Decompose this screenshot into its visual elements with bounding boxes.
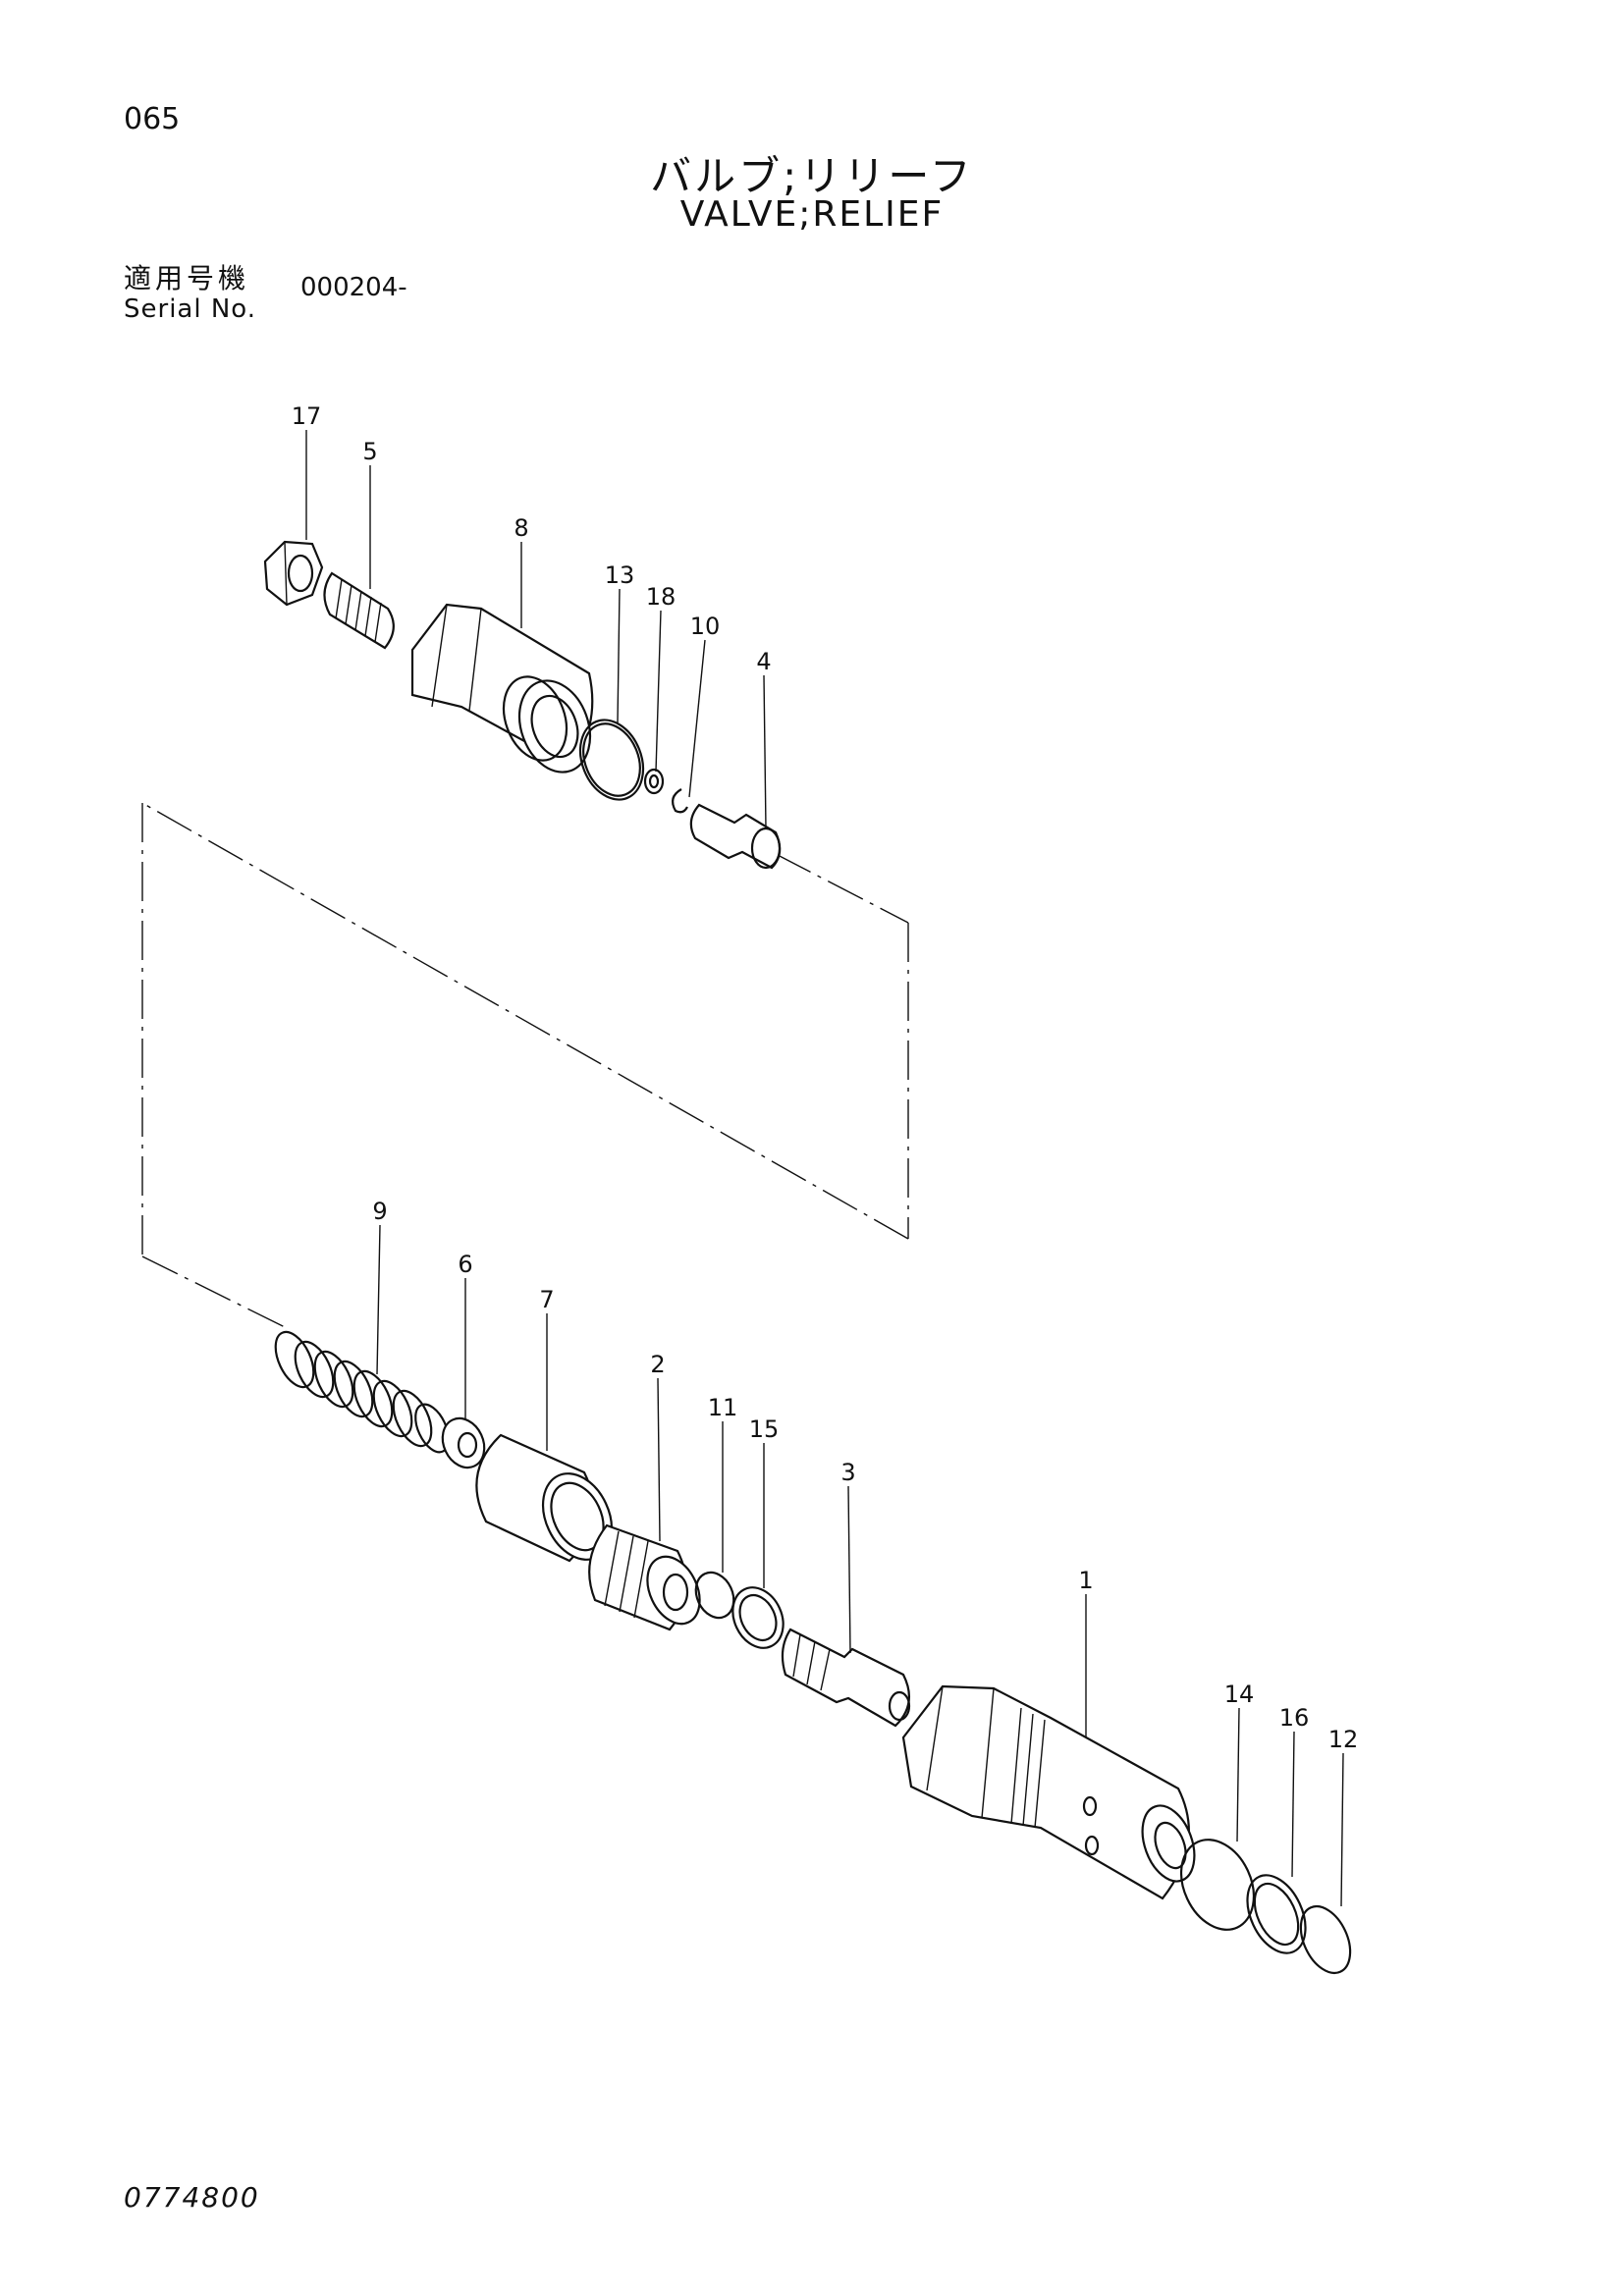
- part-18-ring: [643, 768, 665, 795]
- callout-12: 12: [1328, 1726, 1359, 1753]
- part-3-poppet: [781, 1628, 911, 1728]
- callout-18: 18: [646, 583, 677, 611]
- part-9-spring: [274, 1330, 450, 1454]
- part-10-ring: [671, 788, 688, 814]
- callout-5: 5: [362, 438, 377, 465]
- callout-9: 9: [372, 1198, 387, 1225]
- callout-10: 10: [690, 613, 721, 640]
- leader-lines: [305, 430, 1344, 1907]
- part-15-backup-ring: [731, 1586, 785, 1649]
- assembly-centerline: [141, 802, 909, 1328]
- callout-4: 4: [756, 648, 771, 675]
- part-13-o-ring-inner: [582, 722, 641, 797]
- serial-label-english: Serial No.: [124, 294, 256, 324]
- callout-1: 1: [1078, 1567, 1093, 1594]
- callout-15: 15: [749, 1415, 780, 1443]
- callout-8: 8: [514, 514, 528, 542]
- callout-2: 2: [650, 1351, 665, 1378]
- title-english: VALVE;RELIEF: [679, 194, 945, 235]
- part-16-backup-ring: [1246, 1874, 1307, 1954]
- page-number: 065: [124, 102, 181, 136]
- callout-11: 11: [708, 1394, 738, 1421]
- part-8-plug: [410, 603, 594, 774]
- serial-label-japanese: 適用号機: [124, 262, 250, 294]
- title-japanese: バルブ;リリーフ: [650, 152, 974, 200]
- part-7-sleeve: [475, 1433, 614, 1563]
- callout-6: 6: [458, 1251, 472, 1278]
- part-13-o-ring: [578, 719, 645, 801]
- callout-17: 17: [292, 402, 322, 430]
- callout-7: 7: [539, 1286, 554, 1313]
- part-12-ring: [1299, 1904, 1352, 1975]
- part-16-backup-ring-inner: [1253, 1882, 1300, 1947]
- part-6-spring-seat: [441, 1416, 486, 1469]
- part-14-o-ring: [1180, 1839, 1255, 1931]
- callout-13: 13: [605, 561, 635, 589]
- part-15-backup-ring-inner: [738, 1593, 778, 1642]
- part-5-set-screw: [323, 571, 395, 650]
- part-2-piston: [588, 1523, 701, 1631]
- part-17-hex-nut: [263, 540, 324, 607]
- part-4-poppet: [689, 803, 782, 870]
- part-11-ring: [694, 1571, 735, 1620]
- callout-16: 16: [1279, 1704, 1310, 1732]
- callout-14: 14: [1224, 1681, 1255, 1708]
- serial-number-value: 000204-: [300, 273, 407, 302]
- callout-3: 3: [840, 1459, 855, 1486]
- drawing-number: 0774800: [124, 2181, 260, 2214]
- part-18-ring-inner: [648, 774, 660, 789]
- part-1-valve-body: [901, 1684, 1196, 1900]
